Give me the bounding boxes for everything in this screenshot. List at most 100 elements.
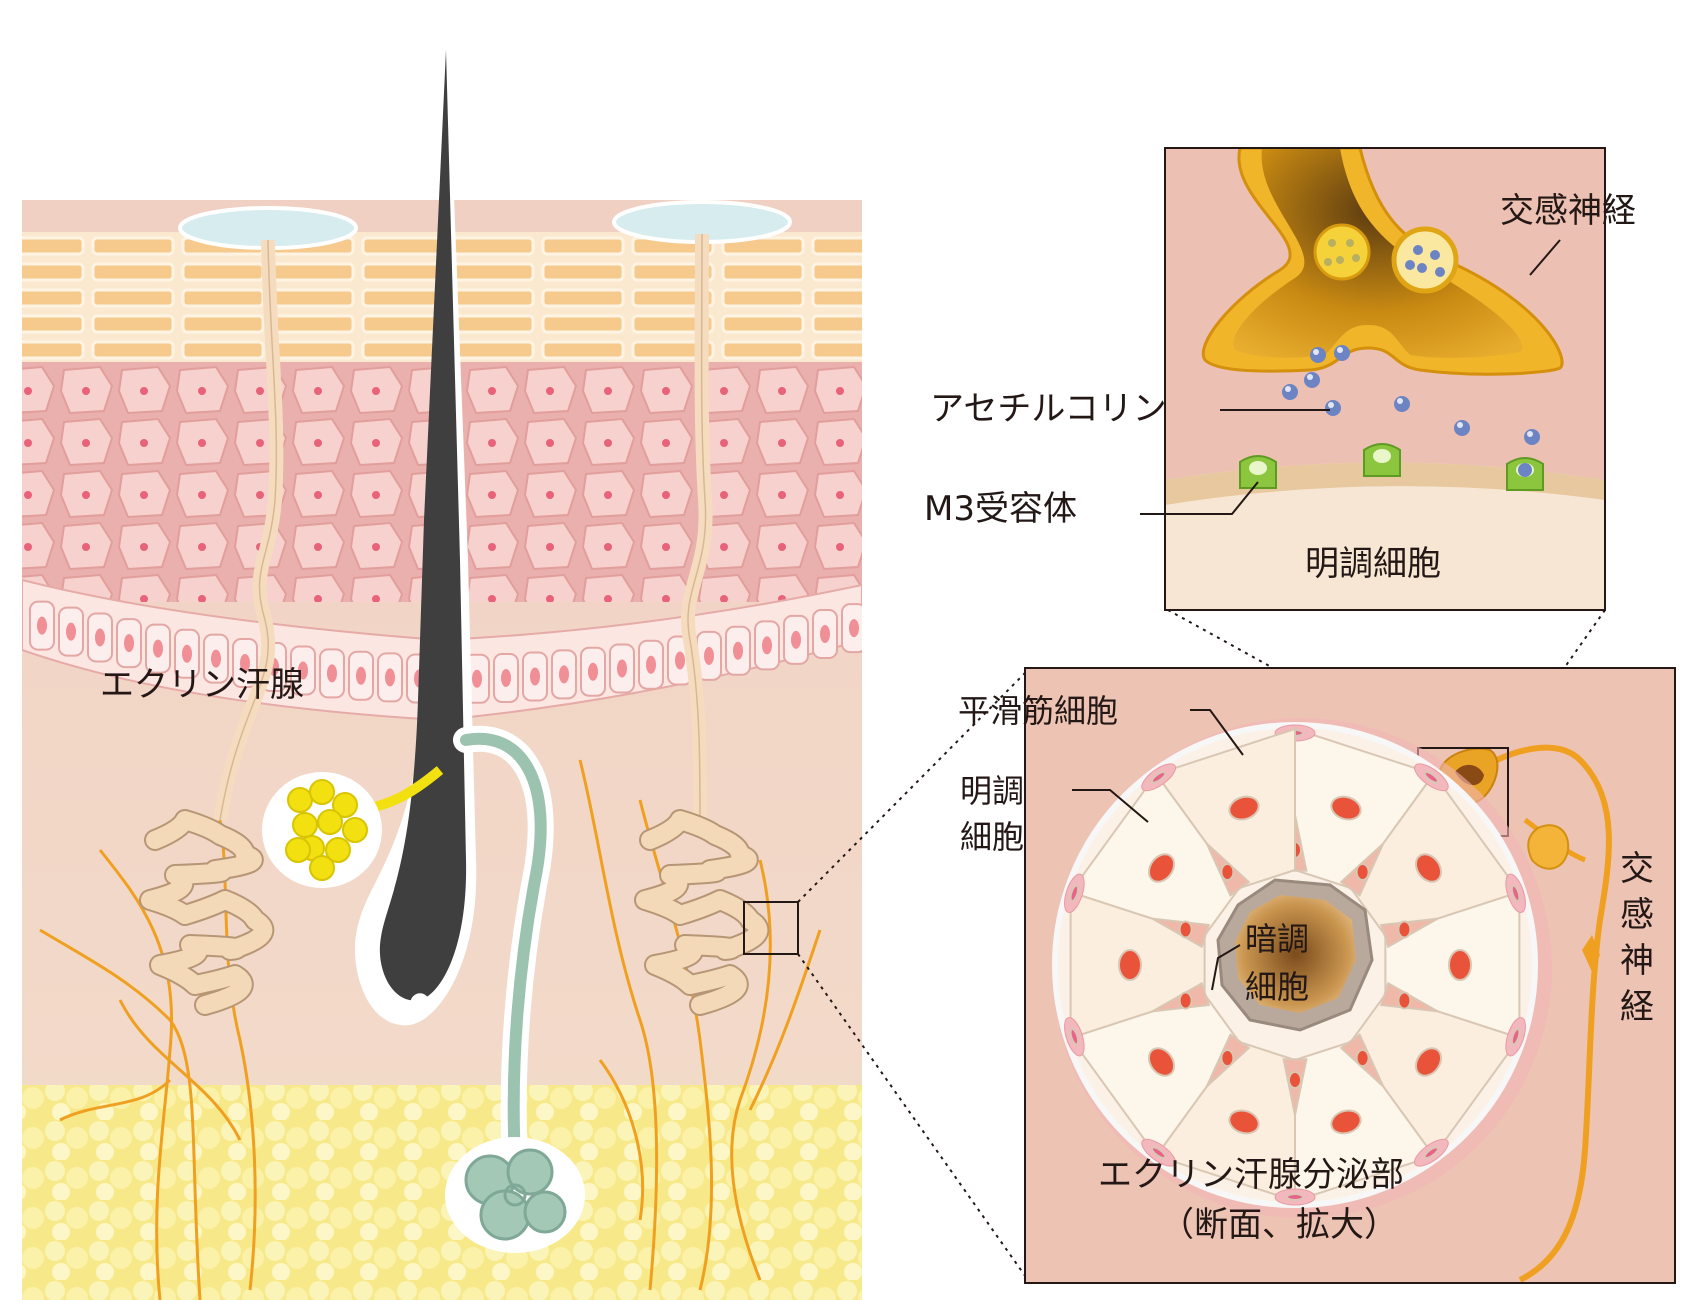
basal-nucleus — [762, 636, 772, 655]
sebaceous-lobule — [317, 809, 343, 835]
label-secretory-part-1: エクリン汗腺分泌部 — [1098, 1155, 1404, 1195]
label-clear-cell-left-1: 明調 — [960, 772, 1024, 810]
label-clear-cell-top: 明調細胞 — [1305, 544, 1441, 584]
dark-cell-nucleus — [1220, 862, 1235, 881]
acetylcholine-molecules — [1282, 345, 1540, 445]
clear-cell-nucleus — [1147, 853, 1176, 883]
acetylcholine-molecule — [1282, 384, 1298, 400]
dark-cell-nucleus — [1355, 862, 1370, 881]
label-smooth-muscle-cell: 平滑筋細胞 — [958, 692, 1118, 730]
smooth-muscle-nucleus — [1510, 1028, 1521, 1046]
label-secretory-part-2: （断面、拡大） — [1160, 1205, 1398, 1245]
smooth-muscle-nucleus — [1510, 884, 1521, 902]
label-sympathetic-nerve-top: 交感神経 — [1500, 191, 1636, 231]
basal-nucleus — [66, 622, 76, 641]
basal-nucleus — [37, 616, 47, 635]
clear-cell — [1154, 727, 1296, 890]
basal-nucleus — [182, 644, 192, 663]
label-sympathetic-vertical-2: 感 — [1620, 895, 1654, 935]
basal-nucleus — [530, 667, 540, 686]
nerve-fibers — [39, 759, 822, 1300]
basal-nucleus — [849, 619, 859, 638]
smooth-muscle-nucleus — [1150, 1146, 1167, 1159]
vesicle-content — [1336, 256, 1344, 264]
basal-nucleus — [820, 625, 830, 644]
smooth-muscle-nucleus — [1286, 1193, 1304, 1201]
sympathetic-nerve-fiber — [1438, 744, 1612, 1283]
dark-cell-nucleus — [1288, 1071, 1302, 1089]
highlight — [1328, 402, 1334, 408]
dark-cell-nucleus — [1220, 1049, 1235, 1068]
dark-cell-nucleus — [1397, 991, 1412, 1010]
gland-cells — [1064, 724, 1526, 1206]
nerve-terminal-inner — [1233, 148, 1523, 358]
smooth-muscle-nucleus — [1150, 771, 1167, 784]
highlight — [1307, 374, 1313, 380]
hair-bulb-notch — [410, 993, 430, 1003]
dark-cell-nucleus — [1355, 1049, 1370, 1068]
basal-nucleus — [472, 669, 482, 688]
clear-cell-nucleus — [1448, 949, 1472, 981]
vesicle-content — [1405, 260, 1415, 270]
acetylcholine-molecule — [1310, 347, 1326, 363]
basal-nucleus — [124, 634, 134, 653]
highlight — [1527, 431, 1533, 437]
basal-nucleus — [153, 639, 163, 658]
eccrine-gland-right — [612, 200, 792, 1016]
label-dark-cell-1: 暗調 — [1245, 920, 1309, 958]
m3-receptors — [1239, 443, 1544, 491]
sebaceous-lobule — [285, 837, 311, 863]
basal-nucleus — [704, 646, 714, 665]
basal-nucleus — [588, 662, 598, 681]
smooth-muscle-nucleus — [1423, 771, 1440, 784]
vesicle-content — [1346, 239, 1354, 247]
label-sympathetic-vertical-4: 経 — [1620, 987, 1654, 1027]
acetylcholine-molecule — [1394, 396, 1410, 412]
receptor-pocket — [1249, 461, 1267, 475]
acetylcholine-molecule — [1524, 429, 1540, 445]
basal-nucleus — [211, 649, 221, 668]
sebaceous-lobule — [342, 817, 368, 843]
clear-cell-nucleus — [1330, 1109, 1362, 1135]
basal-nucleus — [385, 668, 395, 687]
vesicle-content — [1417, 263, 1427, 273]
vesicle-content — [1430, 250, 1440, 260]
clear-cell-nucleus — [1330, 795, 1362, 821]
dark-cell-nucleus — [1397, 920, 1412, 939]
basal-nucleus — [327, 664, 337, 683]
synapse-panel — [1140, 147, 1606, 611]
dark-cell-nucleus — [1178, 991, 1193, 1010]
basal-nucleus — [617, 659, 627, 678]
sebaceous-lobule — [332, 792, 358, 818]
basal-nucleus — [298, 661, 308, 680]
apocrine-duct-inner — [460, 732, 547, 1166]
sebaceous-lobule — [325, 837, 351, 863]
basal-nucleus — [559, 665, 569, 684]
clear-cell-nucleus — [1414, 853, 1443, 883]
zoom-box-gland — [743, 901, 799, 955]
acetylcholine-molecule — [1304, 372, 1320, 388]
sebaceous-lobule — [287, 787, 313, 813]
smooth-muscle-nucleus — [1069, 1028, 1080, 1046]
zoom-connectors — [797, 609, 1606, 1281]
bound-acetylcholine — [1518, 463, 1532, 477]
vesicle-content — [1352, 254, 1360, 262]
secretory-cross-section-panel — [1024, 667, 1676, 1284]
highlight — [1397, 398, 1403, 404]
acetylcholine-molecule — [1334, 345, 1350, 361]
section-callouts — [1072, 709, 1244, 991]
highlight — [1457, 422, 1463, 428]
highlight — [1337, 347, 1343, 353]
vesicle-content — [1435, 267, 1445, 277]
basal-nucleus — [501, 668, 511, 687]
sebaceous-lobule — [292, 812, 318, 838]
vesicle-content — [1413, 245, 1423, 255]
basal-cell — [871, 598, 895, 646]
label-m3-receptor: M3受容体 — [924, 489, 1077, 529]
basal-nucleus — [240, 654, 250, 673]
clear-cell-nucleus — [1414, 1047, 1443, 1077]
clear-cell-nucleus — [1228, 795, 1260, 821]
highlight — [1285, 386, 1291, 392]
basal-nucleus — [646, 655, 656, 674]
